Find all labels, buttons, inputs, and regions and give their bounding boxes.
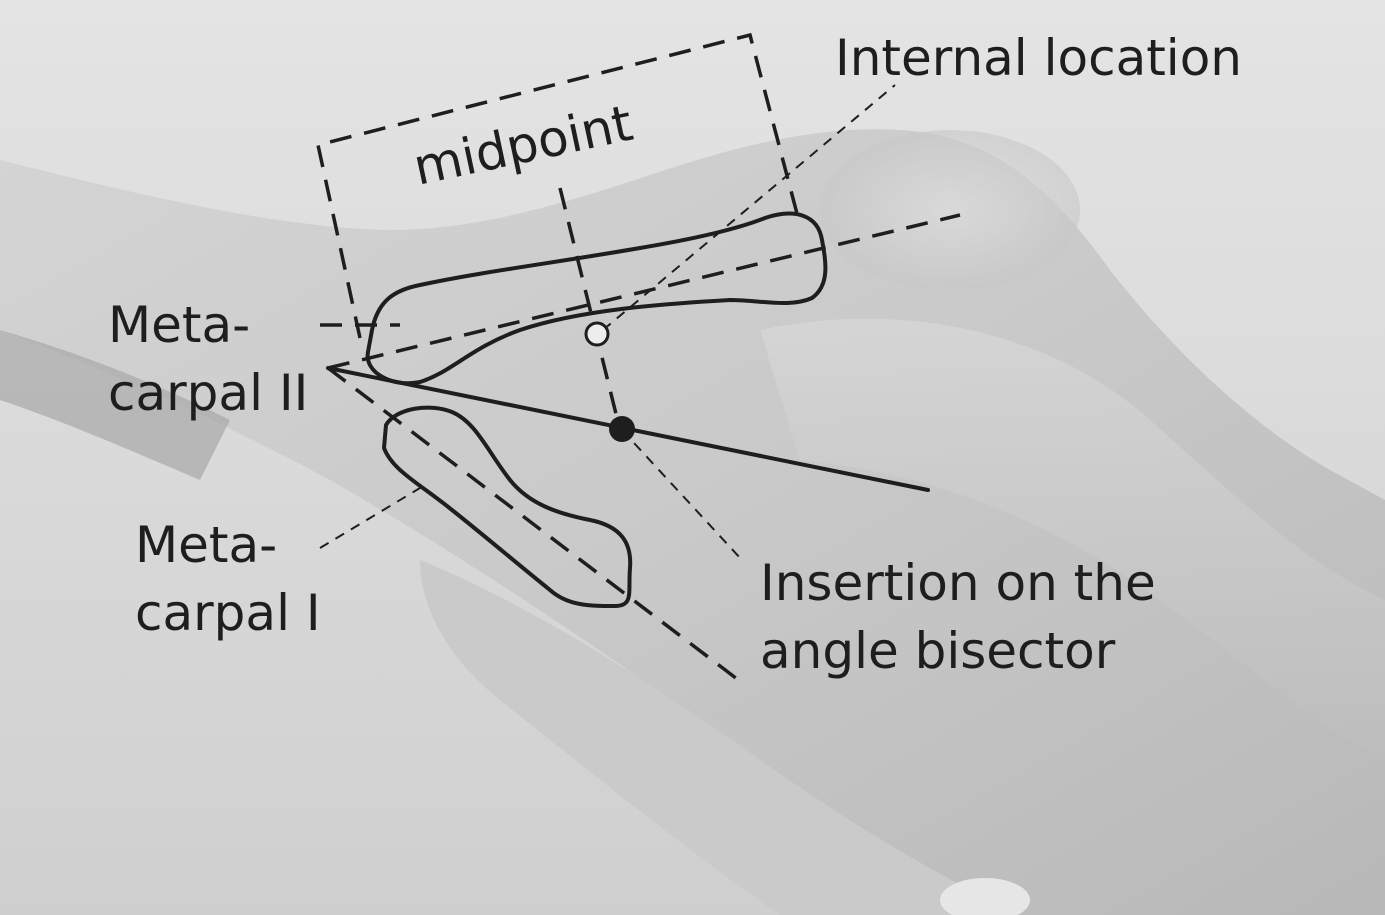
insertion-label-line2: angle bisector <box>760 622 1116 680</box>
metacarpal-ii-label-line2: carpal II <box>108 364 308 422</box>
thumbnail-highlight <box>940 878 1030 915</box>
metacarpal-ii-label-line1: Meta- <box>108 296 250 354</box>
metacarpal-i-outline <box>382 405 633 608</box>
hand-photo <box>0 129 1385 915</box>
hand-back-shape <box>0 129 1385 915</box>
construction-lines <box>315 32 961 687</box>
midpoint-label: midpoint <box>408 94 637 197</box>
index-finger-shape <box>760 318 1385 760</box>
metacarpal-i-axis <box>326 366 747 687</box>
metacarpal-ii-axis <box>327 213 961 370</box>
metacarpal-i-leader <box>319 487 421 549</box>
insertion-point <box>609 416 635 442</box>
wrist-shadow <box>0 330 230 480</box>
knuckle-highlight <box>820 130 1080 290</box>
metacarpal-i-label-line1: Meta- <box>135 516 277 574</box>
midpoint-guide <box>558 187 622 431</box>
internal-location-label: Internal location <box>835 29 1242 87</box>
insertion-label-line1: Insertion on the <box>760 554 1156 612</box>
thumb-shape <box>420 560 1000 915</box>
metacarpal-ii-outline <box>365 211 828 386</box>
midpoint-box <box>315 32 802 339</box>
metacarpal-i-label-line2: carpal I <box>135 584 321 642</box>
insertion-leader <box>621 429 743 561</box>
internal-location-leader <box>602 84 896 331</box>
internal-location-point <box>584 321 610 347</box>
